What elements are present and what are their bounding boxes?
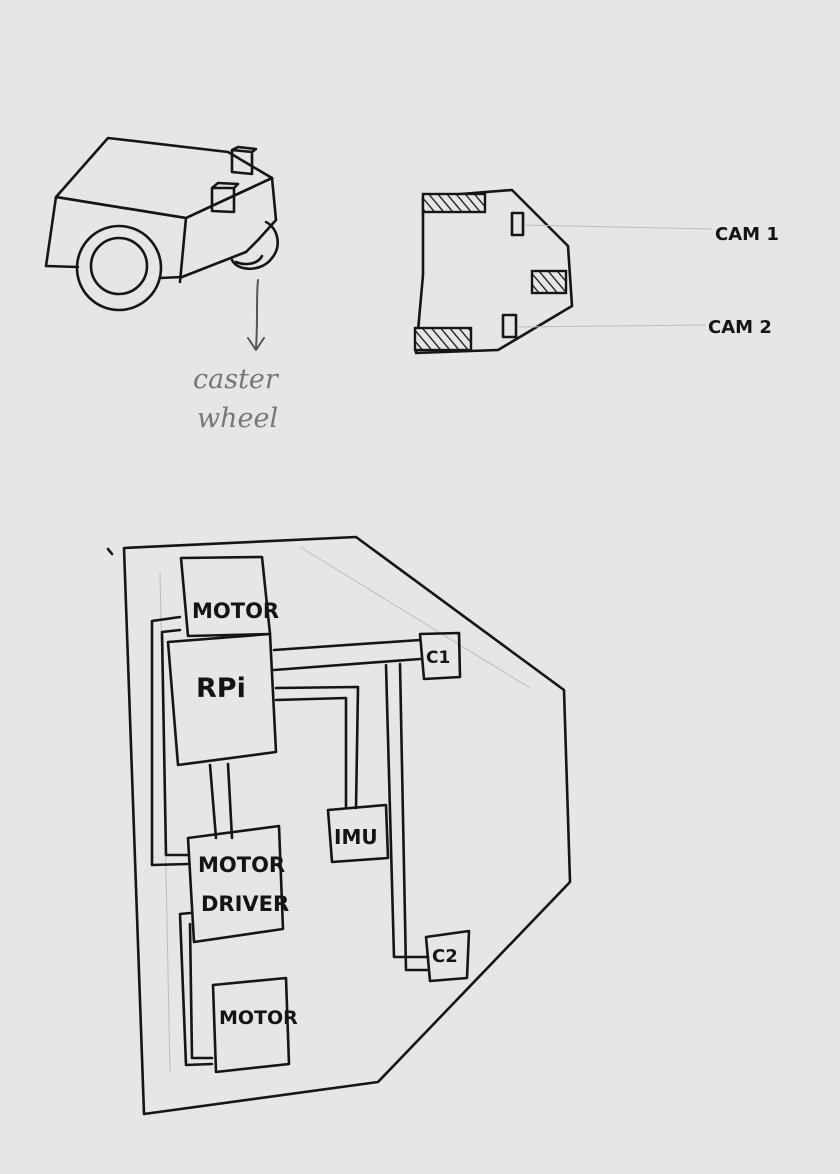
wire-rpi-to-imu <box>274 685 360 810</box>
wire-rpi-to-c1 <box>272 638 422 672</box>
caster-arrow <box>247 279 265 351</box>
wire-rpi-to-driver <box>208 762 234 840</box>
caster-wheel <box>230 220 279 271</box>
wire-to-c2 <box>384 662 430 972</box>
c2-box <box>424 929 471 983</box>
motor-driver-box <box>186 824 285 944</box>
robot-3d-sketch: caster wheel <box>44 136 280 434</box>
sensor-box-rear <box>230 145 258 176</box>
imu-label: IMU <box>334 825 378 849</box>
rpi-box <box>166 632 278 767</box>
pen-tick <box>106 547 114 556</box>
drive-wheel-inner <box>89 236 149 296</box>
motor-bottom-box <box>211 976 291 1074</box>
top-view-outline <box>414 188 574 355</box>
wire-motor-top-to-driver <box>150 615 190 867</box>
wheel-hatch-top <box>421 192 487 214</box>
cam2-leader <box>516 324 707 328</box>
cam2-box <box>501 313 518 339</box>
c1-label: C1 <box>426 648 450 668</box>
caster-label-2: wheel <box>197 403 278 434</box>
component-layout: MOTOR RPi C1 IMU MOTOR DRIVER C2 MOTOR <box>106 535 572 1116</box>
robot-side-face <box>180 176 278 279</box>
motor-top-box <box>179 555 272 638</box>
cam2-label: CAM 2 <box>708 317 772 338</box>
wire-driver-to-motor-bottom <box>178 911 214 1067</box>
imu-box <box>326 803 390 864</box>
cam1-label: CAM 1 <box>715 224 779 245</box>
motor-driver-label-2: DRIVER <box>201 892 289 916</box>
motor-bottom-label: MOTOR <box>219 1007 298 1029</box>
caster-label-1: caster <box>193 364 280 395</box>
chassis-outline <box>122 535 572 1116</box>
motor-driver-label-1: MOTOR <box>198 853 285 877</box>
drive-wheel-outer <box>75 224 163 312</box>
motor-top-label: MOTOR <box>192 599 279 623</box>
robot-bottom-edge <box>44 264 184 280</box>
cam1-leader <box>523 224 713 230</box>
c2-label: C2 <box>432 946 458 967</box>
robot-top-view: CAM 1 CAM 2 <box>413 188 779 355</box>
wheel-hatch-bottom <box>413 326 473 352</box>
robot-front-face <box>44 176 274 284</box>
sensor-box-front <box>210 181 240 214</box>
cam1-box <box>510 211 525 237</box>
rpi-label: RPi <box>196 673 246 704</box>
c1-box <box>418 631 462 681</box>
front-sensor-hatch <box>530 269 568 295</box>
